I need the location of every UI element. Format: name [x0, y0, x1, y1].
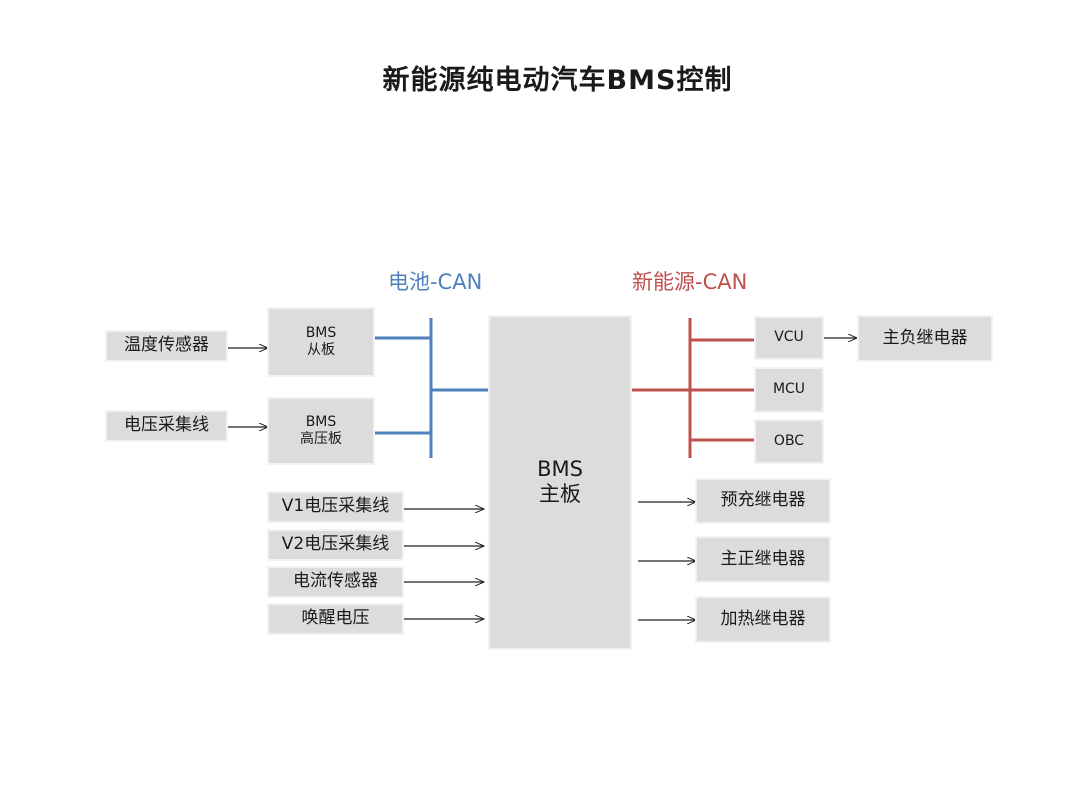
signal-arrows: [228, 338, 857, 620]
current-sensor-box: 电流传感器: [269, 568, 402, 596]
battery-can-label: 电池-CAN: [388, 270, 483, 294]
vcu-box: VCU: [756, 318, 822, 358]
main-negative-relay-box: 主负继电器: [859, 317, 991, 360]
bms-slave-board: BMS 从板: [269, 309, 373, 375]
precharge-relay-box: 预充继电器: [697, 480, 829, 522]
obc-box: OBC: [756, 421, 822, 462]
ev-can-bus: [630, 318, 756, 458]
v1-voltage-line-box: V1电压采集线: [269, 493, 402, 521]
page-title: 新能源纯电动汽车BMS控制: [382, 65, 733, 96]
mcu-box: MCU: [756, 369, 822, 411]
bms-hv-board: BMS 高压板: [269, 399, 373, 463]
battery-can-bus: [374, 318, 490, 458]
bms-main-board: BMS 主板: [490, 317, 630, 648]
v2-voltage-line-box: V2电压采集线: [269, 531, 402, 559]
heater-relay-box: 加热继电器: [697, 598, 829, 641]
main-positive-relay-box: 主正继电器: [697, 538, 829, 581]
wakeup-voltage-box: 唤醒电压: [269, 605, 402, 633]
voltage-line-box: 电压采集线: [107, 412, 226, 440]
ev-can-label: 新能源-CAN: [632, 270, 748, 294]
temp-sensor-box: 温度传感器: [107, 332, 226, 360]
